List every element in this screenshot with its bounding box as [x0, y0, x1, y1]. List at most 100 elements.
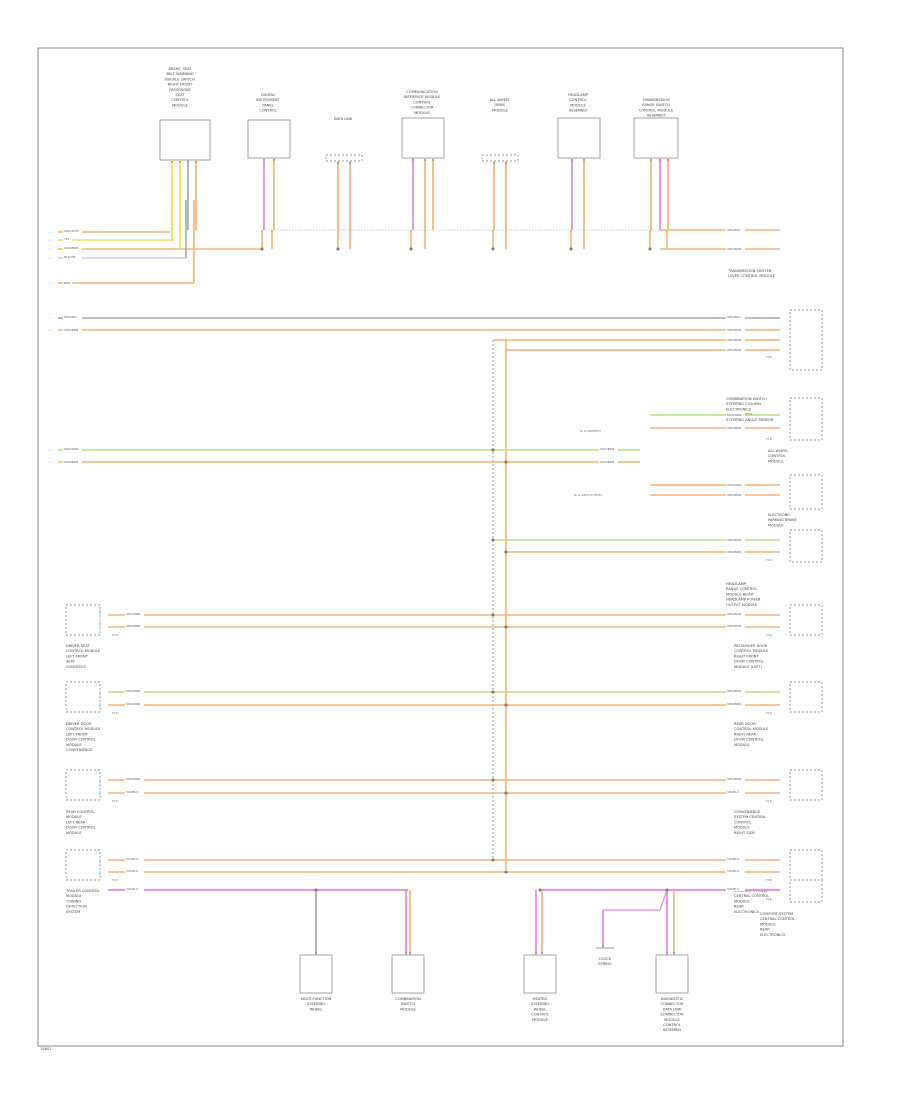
wire-label-bg — [726, 790, 745, 794]
wire-color-label: ORN/BLU — [64, 315, 77, 319]
top-component-box — [557, 117, 601, 159]
connector-tag: T16 — [765, 897, 772, 901]
wire-color-label: ORN/BRN — [727, 247, 741, 251]
connector-pin — [667, 159, 669, 161]
bottom-component-box — [523, 954, 557, 994]
wire-color-label: BLK/YEL — [64, 255, 76, 259]
wire-color-label: YEL — [64, 237, 70, 241]
connector-pin — [179, 161, 181, 163]
right-connector-box — [789, 604, 823, 636]
component-name: REAR CONTROL — [66, 810, 94, 814]
connector-pin — [171, 161, 173, 163]
component-name: DOOR CONTROL — [66, 826, 96, 830]
component-name: PASSENGER DOOR — [734, 644, 768, 648]
component-name: DOOR CONTROL — [734, 660, 764, 664]
component-name: CONTROL MODULE — [734, 649, 769, 653]
wire-color-label: ORN/BRN — [126, 702, 140, 706]
component-name: COMFORT SYSTEM — [760, 912, 793, 916]
connector-tag: T10 — [765, 633, 772, 637]
wire-label-bg — [125, 887, 144, 891]
component-name: REAR — [760, 928, 770, 932]
wire-label-bg — [726, 348, 745, 352]
component-name: ELECTRONICS — [734, 910, 760, 914]
component-name: HEADLAMP — [568, 93, 589, 97]
connector-pin-marker: • — [49, 230, 51, 234]
component-name: CONTROL MODULE — [734, 727, 769, 731]
component-name: RANGE SWITCH — [642, 103, 670, 107]
component-name: BELT WARNING — [166, 72, 193, 76]
wire-label-bg — [726, 483, 745, 487]
component-name: RIGHT FRONT — [168, 83, 193, 87]
wire-label-bg — [599, 447, 618, 451]
connector-pin — [673, 952, 675, 954]
wire-label-bg — [726, 887, 745, 891]
inline-label: IC (L-SWITCH) — [580, 429, 601, 433]
connector-tag: T10 — [111, 711, 118, 715]
wire-color-label: ORN/BRN — [126, 612, 140, 616]
component-name: SEAT — [66, 660, 76, 664]
wire-color-label: VIO/BLU — [126, 857, 138, 861]
component-name: MODULE — [532, 1018, 548, 1022]
wire-label-bg — [726, 612, 745, 616]
right-connector-box — [789, 474, 823, 510]
component-name: DIAGNOSTIC — [661, 997, 684, 1001]
component-name: CONTROL MODULE — [66, 727, 101, 731]
component-name: CENTRAL CONTROL — [734, 894, 769, 898]
connector-pin — [412, 159, 414, 161]
component-name: ASSEMBLY — [569, 109, 588, 113]
component-name: ASSEMBLY — [663, 1028, 682, 1032]
connector-tag: T16 — [765, 355, 772, 359]
component-name: MODULE — [570, 103, 586, 107]
component-name: DIGITAL — [261, 93, 275, 97]
wire-color-label: ORN/BRN — [727, 538, 741, 542]
component-name: LEFT FRONT — [66, 654, 89, 658]
component-name: ELECTRONICS — [760, 933, 786, 937]
splice-dot — [491, 247, 495, 251]
connector-tag: T10 — [111, 633, 118, 637]
component-name: WHEEL — [310, 1007, 323, 1011]
wire-color-label: ORN/BRN — [600, 460, 614, 464]
inline-label: IC (L-SWITCH BUS) — [574, 493, 602, 497]
connector-pin-marker: • — [49, 328, 51, 332]
splice-dot — [491, 690, 495, 694]
wire-label-bg — [125, 689, 144, 693]
splice-dot — [569, 247, 573, 251]
component-name: BRAKE, SEAT — [168, 67, 192, 71]
connector-tag: T10 — [111, 799, 118, 803]
connector-pin — [263, 159, 265, 161]
component-name: SWITCH — [401, 1002, 415, 1006]
wire-color-label: ORN/BRN — [727, 328, 741, 332]
wire-color-label: ORN/BRN — [727, 550, 741, 554]
splice-dot — [504, 625, 508, 629]
wire-label-bg — [63, 246, 82, 250]
component-name: MODULE — [768, 523, 784, 527]
wire-label-bg — [63, 255, 82, 259]
component-name: CONVENIENCE — [66, 748, 93, 752]
splice-dot — [491, 858, 495, 862]
component-name: SPRING — [598, 962, 612, 966]
component-name: DRIVER SEAT — [66, 644, 90, 648]
left-connector-box — [65, 769, 101, 801]
wire-color-label: VIO/BLU — [727, 887, 739, 891]
component-name: RIGHT REAR — [734, 732, 757, 736]
component-name: MODULE — [66, 743, 82, 747]
wire — [659, 889, 668, 911]
connector-pin — [583, 159, 585, 161]
wire-color-label: ORN/BRN — [600, 447, 614, 451]
wire-label-bg — [726, 550, 745, 554]
wire-label-bg — [726, 538, 745, 542]
splice-dot — [336, 247, 340, 251]
component-name: TRANSMISSION SHIFTER — [727, 269, 772, 273]
component-name: ELECTRONICS — [726, 407, 752, 411]
component-name: PASSENGER — [169, 88, 191, 92]
left-connector-box — [65, 681, 101, 713]
wire-color-label: ORN/BRN — [727, 702, 741, 706]
wire-label-bg — [125, 777, 144, 781]
wire-label-bg — [125, 869, 144, 873]
splice-dot — [314, 888, 318, 892]
splice-dot — [504, 550, 508, 554]
component-name: CONTROL — [663, 1023, 681, 1027]
wire-label-bg — [726, 689, 745, 693]
component-name: CONTROL — [569, 98, 587, 102]
component-name: CLOCK — [599, 957, 612, 961]
